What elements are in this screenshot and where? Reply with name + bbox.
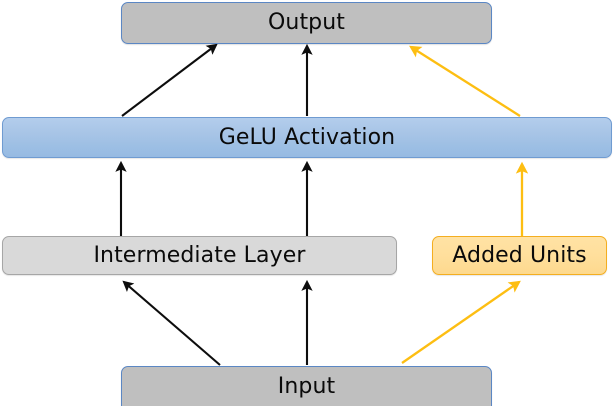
node-output[interactable]: Output (121, 2, 492, 44)
node-input[interactable]: Input (121, 366, 492, 406)
edge-gelu-to-output-diagonal (121, 43, 218, 117)
edge-input-to-added-yellow (401, 280, 521, 364)
node-intermediate-layer-label: Intermediate Layer (93, 242, 306, 268)
edge-gelu-to-output-yellow (409, 45, 521, 117)
edge-input-to-intermediate-diagonal (122, 280, 221, 366)
node-gelu-activation[interactable]: GeLU Activation (2, 117, 612, 158)
node-input-label: Input (277, 374, 336, 399)
node-added-units[interactable]: Added Units (432, 236, 607, 275)
node-intermediate-layer[interactable]: Intermediate Layer (2, 236, 397, 275)
node-output-label: Output (267, 10, 346, 35)
node-added-units-label: Added Units (452, 242, 587, 268)
node-gelu-activation-label: GeLU Activation (218, 124, 396, 150)
